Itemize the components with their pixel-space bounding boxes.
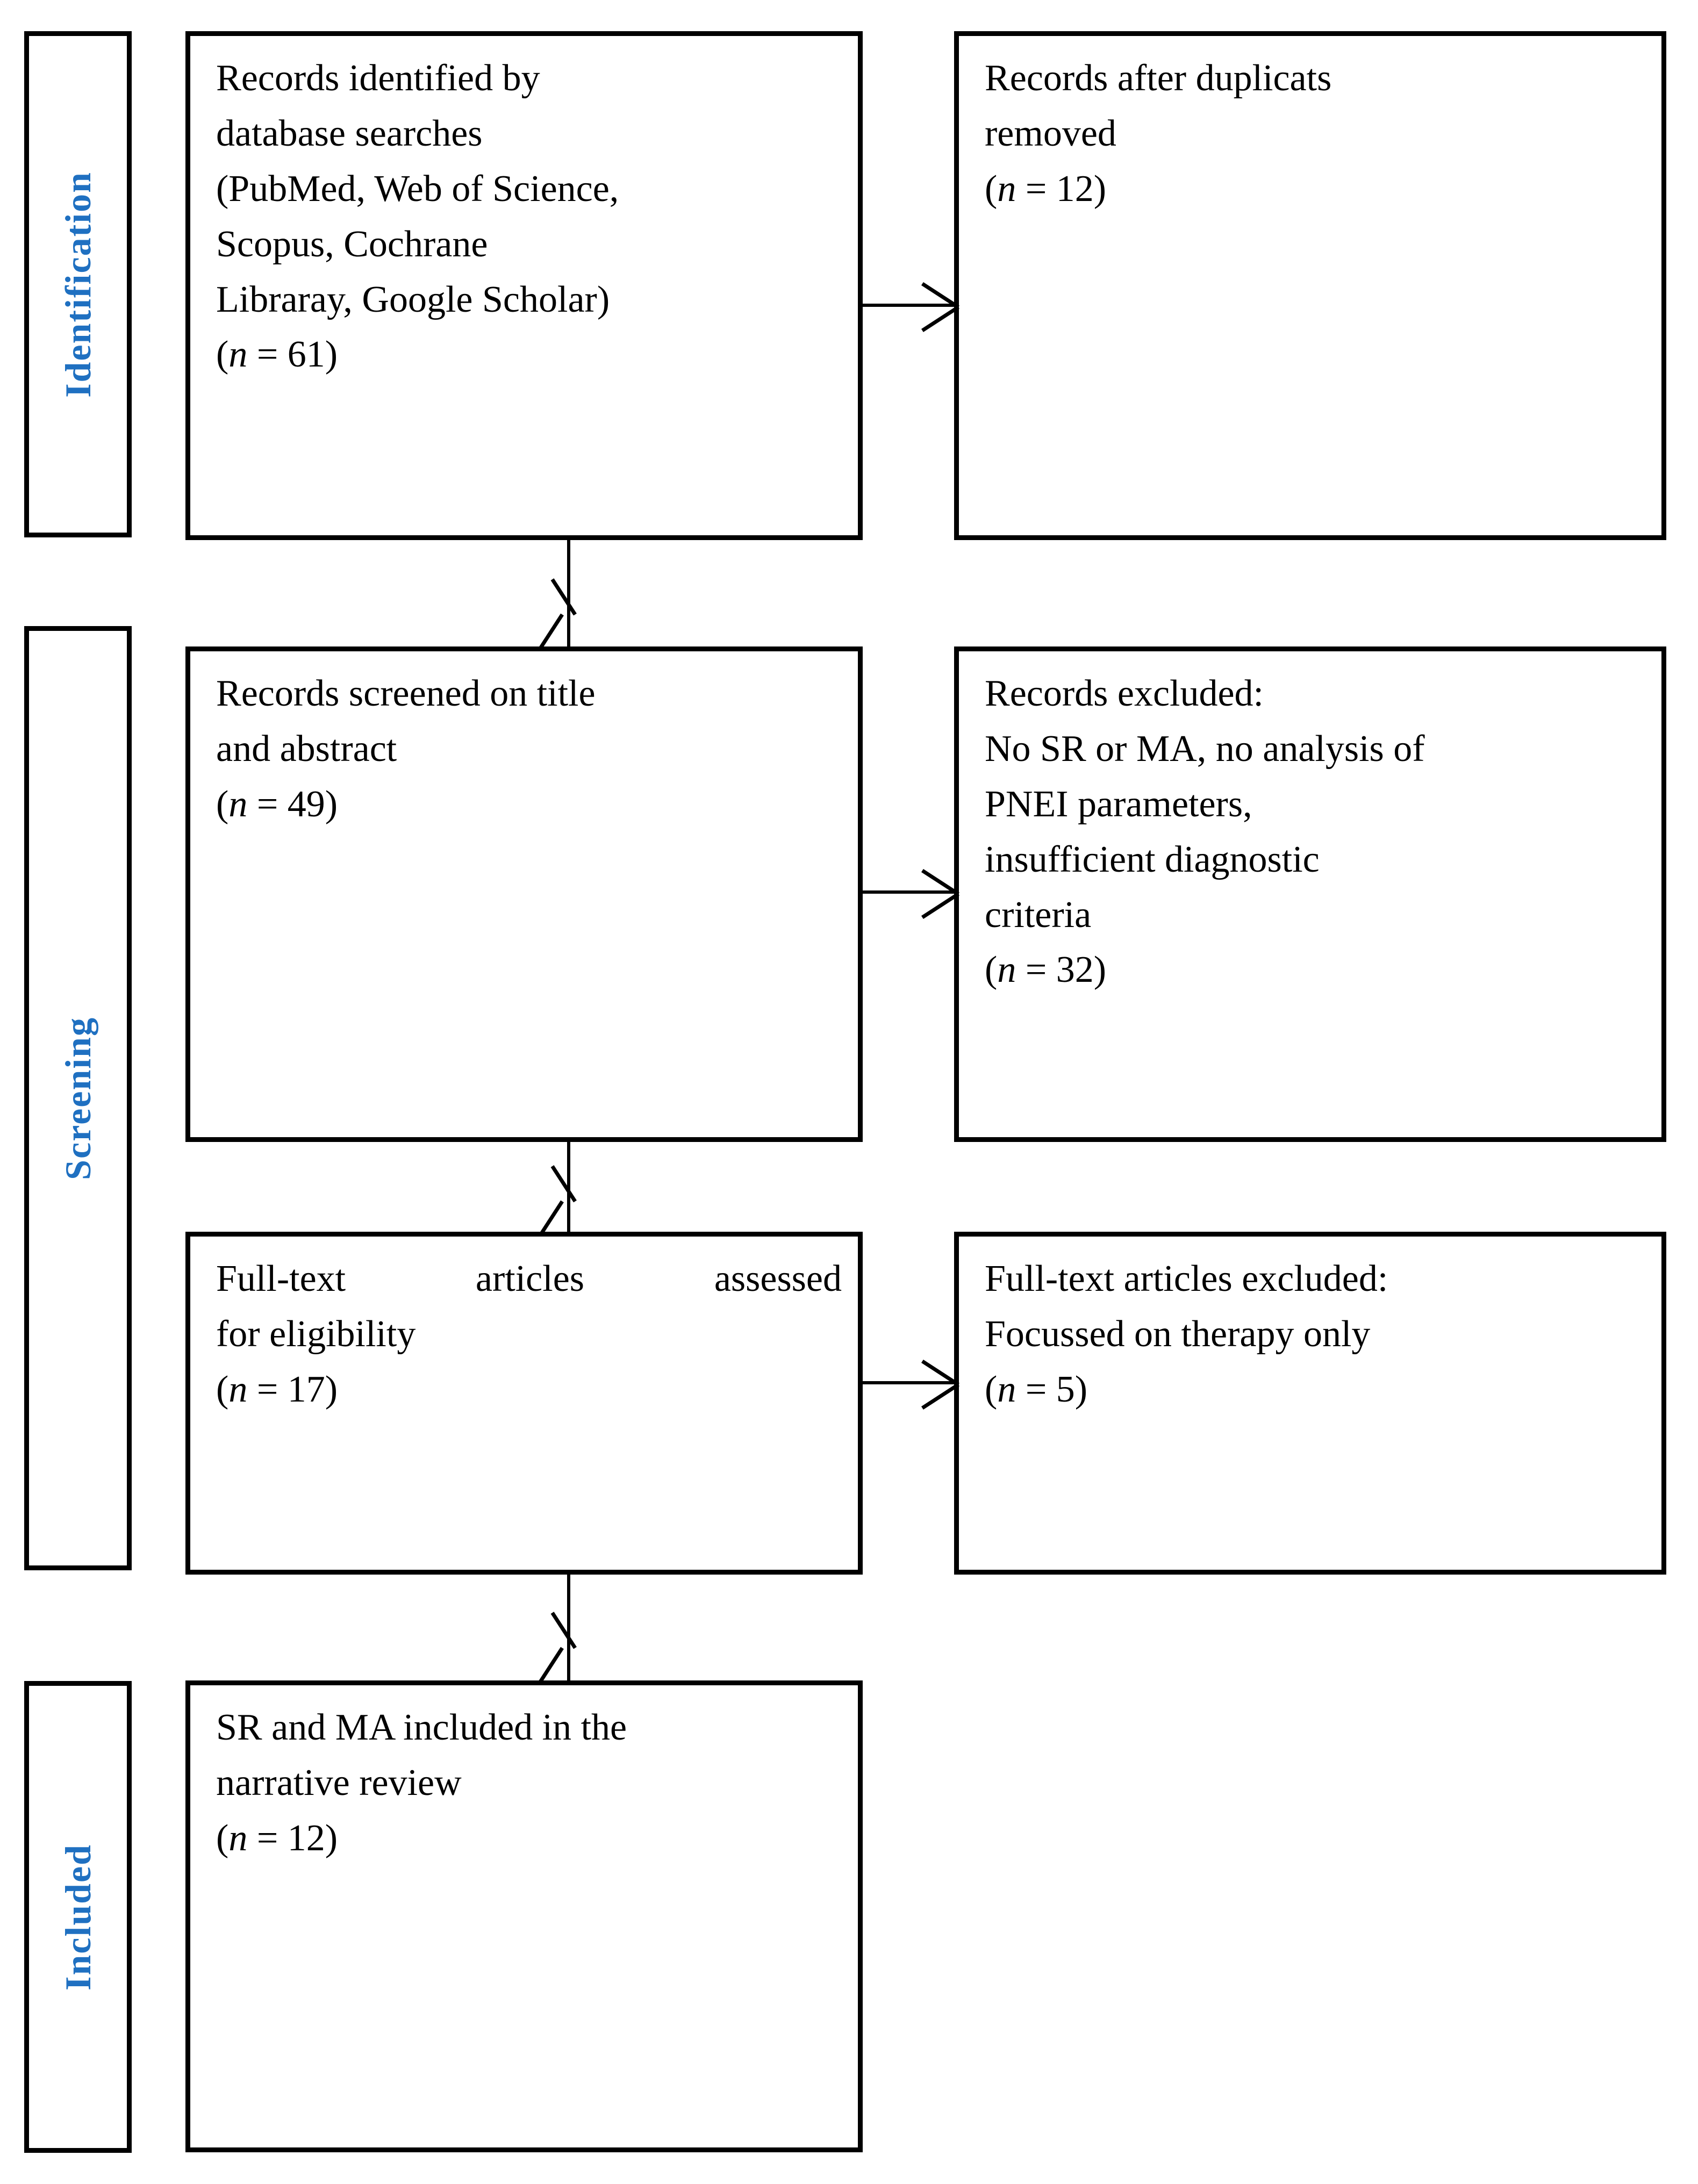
stage-label-identification: Identification (24, 31, 132, 537)
box-fulltext-assessed: Full-text articles assessed for eligibil… (185, 1232, 863, 1575)
line: removed (985, 112, 1116, 154)
stage-label-included-text: Included (57, 1843, 98, 1991)
record-count: (n = 12) (985, 162, 1645, 217)
line: Records identified by (216, 58, 540, 99)
line: (PubMed, Web of Science, (216, 168, 619, 210)
box-records-screened-text: Records screened on title and abstract (… (216, 666, 842, 832)
line: Scopus, Cochrane (216, 223, 488, 265)
line: and abstract (216, 728, 397, 770)
line: Full-text articles excluded: (985, 1258, 1388, 1299)
count-value: = 17) (247, 1368, 338, 1410)
paren-open: ( (216, 783, 229, 825)
record-count: (n = 49) (216, 777, 842, 832)
paren-open: ( (216, 334, 229, 376)
line-justified: Full-text articles assessed (216, 1258, 842, 1299)
n-symbol: n (228, 1817, 248, 1859)
box-records-identified-text: Records identified by database searches … (216, 51, 842, 383)
paren-open: ( (985, 949, 998, 991)
stage-label-identification-text: Identification (57, 171, 98, 398)
box-included-in-review: SR and MA included in the narrative revi… (185, 1680, 863, 2152)
paren-open: ( (985, 1368, 998, 1410)
record-count: (n = 61) (216, 327, 842, 383)
connector-screened-to-excluded (863, 890, 954, 894)
box-fulltext-excluded-text: Full-text articles excluded: Focussed on… (985, 1252, 1645, 1418)
paren-open: ( (216, 1817, 229, 1859)
record-count: (n = 32) (985, 943, 1645, 998)
count-value: = 32) (1016, 949, 1107, 991)
box-records-after-duplicates-removed: Records after duplicats removed (n = 12) (954, 31, 1666, 540)
n-symbol: n (997, 168, 1016, 210)
paren-open: ( (216, 1368, 229, 1410)
count-value: = 49) (247, 783, 338, 825)
stage-label-screening-text: Screening (57, 1016, 98, 1180)
count-value: = 12) (247, 1817, 338, 1859)
line: Records screened on title (216, 673, 596, 714)
line: criteria (985, 894, 1092, 936)
line: Records excluded: (985, 673, 1264, 714)
line: Focussed on therapy only (985, 1313, 1371, 1355)
connector-fulltext-to-excluded (863, 1381, 954, 1384)
stage-label-screening: Screening (24, 626, 132, 1570)
line: No SR or MA, no analysis of (985, 728, 1425, 770)
line: SR and MA included in the (216, 1707, 627, 1748)
record-count: (n = 5) (985, 1362, 1645, 1418)
line: database searches (216, 112, 483, 154)
box-fulltext-excluded: Full-text articles excluded: Focussed on… (954, 1232, 1666, 1575)
box-records-identified: Records identified by database searches … (185, 31, 863, 540)
count-value: = 5) (1016, 1368, 1088, 1410)
connector-screened-to-fulltext (567, 1142, 570, 1232)
line: narrative review (216, 1762, 462, 1804)
line: insufficient diagnostic (985, 838, 1320, 880)
box-fulltext-assessed-text: Full-text articles assessed for eligibil… (216, 1252, 842, 1418)
record-count: (n = 12) (216, 1811, 842, 1866)
stage-label-included: Included (24, 1681, 132, 2153)
n-symbol: n (228, 1368, 248, 1410)
line: Libraray, Google Scholar) (216, 278, 610, 320)
line: Records after duplicats (985, 58, 1332, 99)
box-records-excluded-text: Records excluded: No SR or MA, no analys… (985, 666, 1645, 998)
n-symbol: n (228, 334, 248, 376)
line: for eligibility (216, 1313, 416, 1355)
connector-fulltext-to-included (567, 1575, 570, 1680)
count-value: = 61) (247, 334, 338, 376)
n-symbol: n (228, 783, 248, 825)
paren-open: ( (985, 168, 998, 210)
connector-identified-to-duplicates (863, 304, 954, 307)
line: PNEI parameters, (985, 783, 1252, 825)
box-included-in-review-text: SR and MA included in the narrative revi… (216, 1700, 842, 1866)
n-symbol: n (997, 1368, 1016, 1410)
record-count: (n = 17) (216, 1362, 842, 1418)
count-value: = 12) (1016, 168, 1107, 210)
n-symbol: n (997, 949, 1016, 991)
box-records-screened: Records screened on title and abstract (… (185, 646, 863, 1142)
connector-identified-to-screened (567, 540, 570, 646)
box-records-excluded: Records excluded: No SR or MA, no analys… (954, 646, 1666, 1142)
box-records-after-duplicates-removed-text: Records after duplicats removed (n = 12) (985, 51, 1645, 217)
